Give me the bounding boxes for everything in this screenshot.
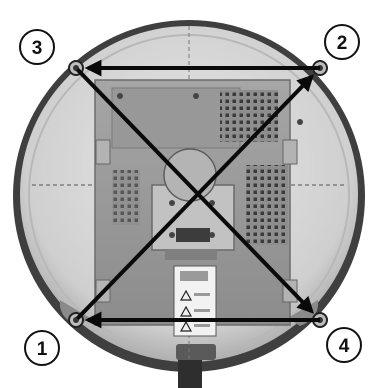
callout-3: 3 <box>20 30 54 64</box>
callout-label: 3 <box>32 38 43 59</box>
vent-grille-top <box>220 90 278 142</box>
plate-screw <box>169 232 175 238</box>
plate-screw <box>209 232 215 238</box>
plate-screw <box>297 119 303 125</box>
vent-grille-left <box>112 170 140 225</box>
bracket-slot <box>176 228 210 242</box>
callout-1: 1 <box>25 331 59 365</box>
callout-label: 2 <box>337 33 348 54</box>
label-text-block <box>180 271 208 281</box>
clip-left <box>96 140 110 164</box>
clip-right <box>283 140 297 164</box>
plate-screw <box>169 200 175 206</box>
callout-label: 4 <box>339 336 350 357</box>
plate-screw <box>193 93 199 99</box>
plate-screw <box>117 93 123 99</box>
rating-label <box>174 266 216 336</box>
bottom-clip <box>176 344 216 360</box>
bottom-connector <box>178 358 202 388</box>
callout-label: 1 <box>37 339 48 360</box>
callout-2: 2 <box>325 25 359 59</box>
center-hub <box>164 149 216 201</box>
vent-grille-right <box>246 165 288 245</box>
callout-4: 4 <box>327 328 361 362</box>
bracket-tab <box>165 250 217 260</box>
